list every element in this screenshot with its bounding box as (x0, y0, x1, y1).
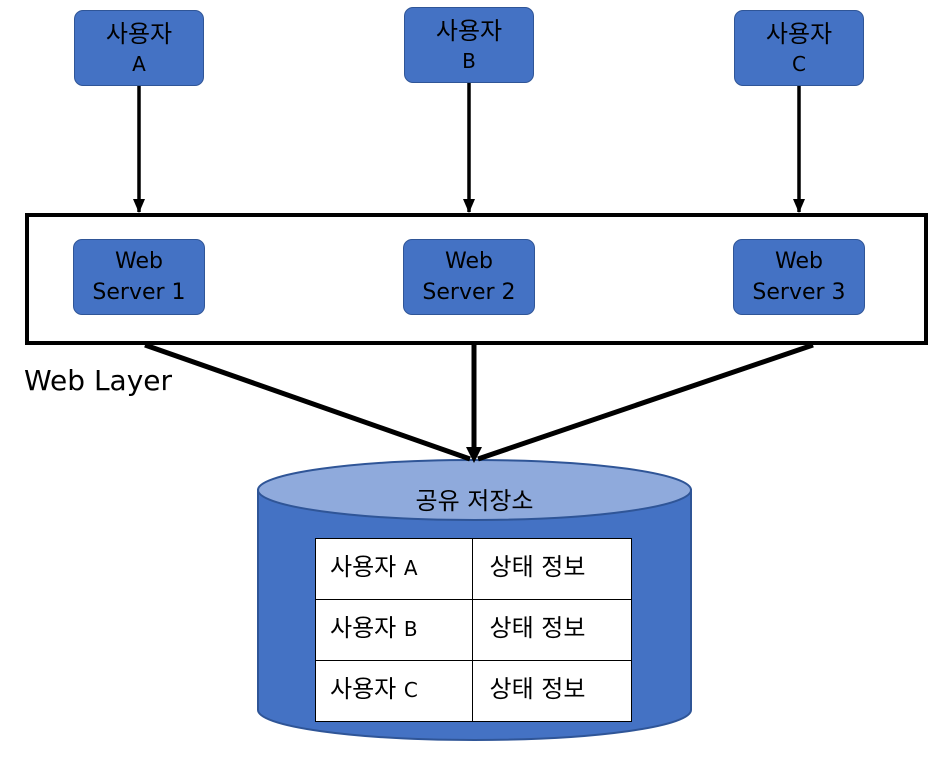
user-c-label: 사용자 (765, 20, 833, 49)
user-name: 사용자 (330, 553, 397, 581)
table-cell-state: 상태 정보 (472, 660, 632, 722)
web-layer-label: Web Layer (24, 364, 173, 397)
web-server-3-line2: Server 3 (752, 280, 846, 305)
arrow-layer-left-to-storage (144, 342, 471, 462)
shared-storage-title: 공유 저장소 (415, 487, 534, 515)
user-c-id: C (792, 51, 806, 76)
web-server-2-line1: Web (445, 248, 493, 274)
user-c-box: 사용자 C (734, 10, 864, 86)
web-server-2-line2: Server 2 (422, 280, 516, 305)
web-server-3-box: Web Server 3 (733, 239, 865, 315)
storage-arrowhead (466, 447, 482, 463)
user-name: 사용자 (330, 675, 397, 703)
web-server-1-line2: Server 1 (92, 280, 186, 305)
web-server-3-line1: Web (775, 248, 823, 274)
table-cell-state: 상태 정보 (472, 538, 632, 600)
user-b-label: 사용자 (435, 17, 503, 46)
table-cell-user: 사용자 A (314, 538, 474, 600)
user-b-box: 사용자 B (404, 7, 534, 83)
user-a-id: A (132, 51, 146, 76)
arrow-layer-right-to-storage (477, 342, 814, 462)
web-server-1-line1: Web (115, 248, 163, 274)
user-a-box: 사용자 A (74, 10, 204, 86)
state-table: 사용자 A 상태 정보 사용자 B 상태 정보 사용자 C 상태 정보 (314, 538, 632, 722)
table-cell-state: 상태 정보 (472, 599, 632, 661)
web-server-2-box: Web Server 2 (403, 239, 535, 315)
user-name: 사용자 (330, 614, 397, 642)
table-cell-user: 사용자 B (314, 599, 474, 661)
user-b-id: B (462, 48, 476, 73)
web-layer-frame (25, 213, 928, 345)
user-a-label: 사용자 (105, 20, 173, 49)
table-row: 사용자 B 상태 정보 (314, 599, 632, 661)
table-row: 사용자 A 상태 정보 (314, 538, 632, 600)
table-cell-user: 사용자 C (314, 660, 474, 722)
user-id: B (403, 617, 418, 641)
table-row: 사용자 C 상태 정보 (314, 660, 632, 722)
user-id: C (403, 678, 418, 702)
user-id: A (403, 556, 418, 580)
web-server-1-box: Web Server 1 (73, 239, 205, 315)
